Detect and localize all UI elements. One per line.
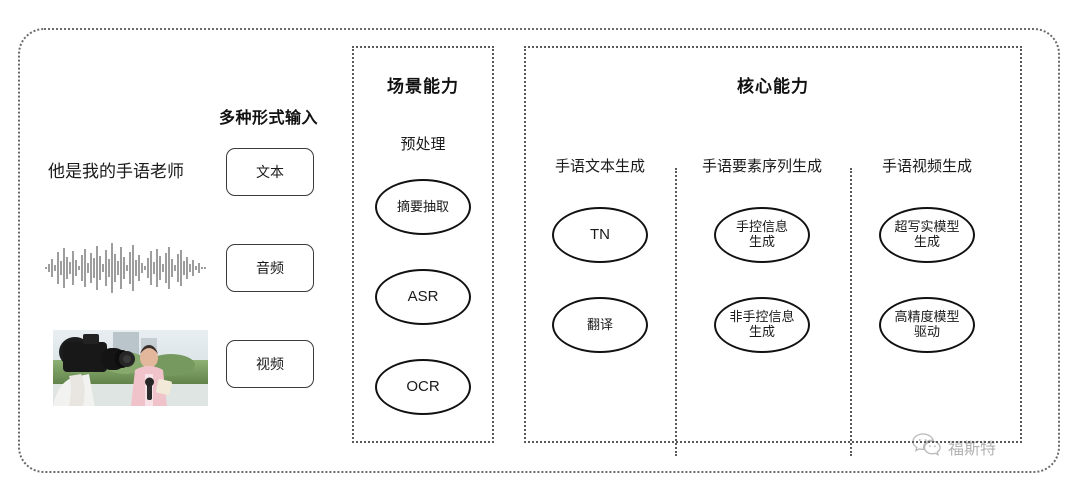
- outer-frame: [18, 28, 1060, 473]
- scene-node-ocr[interactable]: OCR: [375, 359, 471, 415]
- core-capability-panel: 核心能力 手语文本生成 TN 翻译 手语要素序列生成 手控信息 生成 非手控信息…: [524, 46, 1022, 456]
- core-column-header-sign-text-generation: 手语文本生成: [554, 158, 646, 175]
- video-thumbnail-image: [53, 330, 208, 406]
- watermark-text: 福斯特: [948, 440, 997, 458]
- scene-node-summary-extraction[interactable]: 摘要抽取: [375, 179, 471, 235]
- core-node-non-manual-feature-generation[interactable]: 非手控信息 生成: [714, 297, 810, 353]
- core-node-manual-feature-generation[interactable]: 手控信息 生成: [714, 207, 810, 263]
- core-column-divider-1: [675, 168, 677, 456]
- input-chip-audio[interactable]: 音频: [226, 244, 314, 292]
- core-node-tn[interactable]: TN: [552, 207, 648, 263]
- core-column-divider-2: [850, 168, 852, 456]
- audio-waveform-icon: [44, 240, 208, 296]
- core-column-header-sign-element-sequence-generation: 手语要素序列生成: [701, 158, 823, 175]
- core-node-high-precision-model-driving[interactable]: 高精度模型 驱动: [879, 297, 975, 353]
- input-chip-video[interactable]: 视频: [226, 340, 314, 388]
- input-chip-text[interactable]: 文本: [226, 148, 314, 196]
- scene-capability-panel: 场景能力 预处理 摘要抽取 ASR OCR: [352, 46, 494, 443]
- core-panel-title: 核心能力: [737, 77, 809, 96]
- scene-group-label: 预处理: [400, 136, 446, 153]
- wechat-icon: [912, 432, 942, 461]
- scene-panel-title: 场景能力: [387, 77, 459, 96]
- core-node-translation[interactable]: 翻译: [552, 297, 648, 353]
- core-node-hyperrealistic-model-generation[interactable]: 超写实模型 生成: [879, 207, 975, 263]
- scene-node-asr[interactable]: ASR: [375, 269, 471, 325]
- input-section-title: 多种形式输入: [219, 110, 319, 127]
- sample-input-text: 他是我的手语老师: [48, 162, 184, 181]
- core-column-header-sign-video-generation: 手语视频生成: [881, 158, 973, 175]
- watermark: 福斯特: [912, 432, 996, 461]
